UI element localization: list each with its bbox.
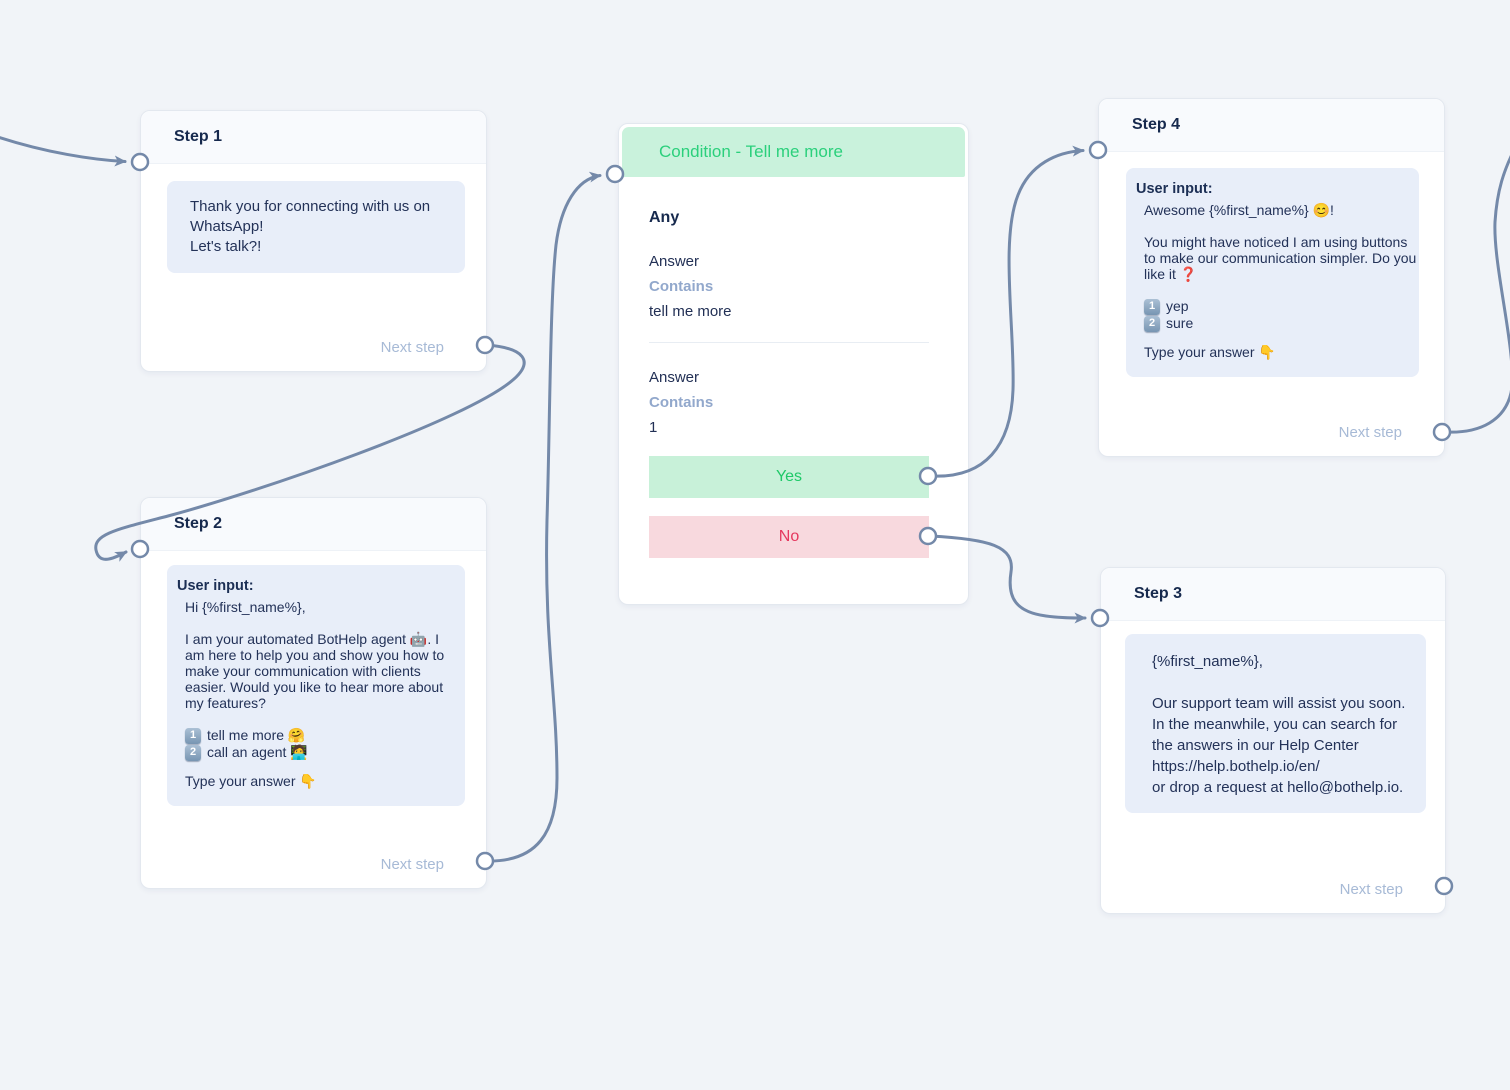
quick-reply-options: 1 yep 2 sure [1144,298,1419,332]
next-step-label: Next step [380,339,444,356]
option-label: tell me more 🤗 [207,727,306,743]
message-line: my features? [185,695,266,711]
message-line: Thank you for connecting with us on [190,198,431,215]
bubble-footer: Type your answer 👇 [1144,344,1276,360]
message-line: am here to help you and show you how to [185,647,445,663]
message-line: Let's talk?! [190,238,262,255]
rule-value: 1 [649,419,658,436]
message-line: You might have noticed I am using button… [1144,234,1408,250]
message-line [185,615,461,631]
node-step-1-title: Step 1 [141,111,486,164]
keycap-2-icon: 2 [1144,315,1160,332]
quick-reply-option: 2 call an agent 🧑‍💻 [185,744,461,761]
quick-reply-option: 1 tell me more 🤗 [185,727,461,744]
message-line: Hi {%first_name%}, [185,599,306,615]
message-line: Awesome {%first_name%} 😊! [1144,202,1334,218]
rule-operator: Contains [649,278,714,295]
node-step-4[interactable]: Step 4 User input: Awesome {%first_name%… [1098,98,1445,457]
message-line: easier. Would you like to hear more abou… [185,679,444,695]
condition-body: Any Answer Contains tell me more Answer … [649,177,929,459]
rule-field: Answer [649,253,700,270]
message-line: Our support team will assist you soon. [1152,695,1406,712]
node-step-4-title: Step 4 [1099,99,1444,152]
bubble-label: User input: [177,578,254,594]
keycap-1-icon: 1 [1144,298,1160,315]
option-label: call an agent 🧑‍💻 [207,744,308,760]
message-line: In the meanwhile, you can search for [1152,716,1398,733]
message-line [1152,672,1416,693]
condition-rule: Answer Contains 1 [649,369,929,459]
keycap-1-icon: 1 [185,727,201,744]
rule-divider [649,342,929,343]
message-bubble: {%first_name%}, Our support team will as… [1125,634,1426,813]
node-condition[interactable]: Condition - Tell me more Any Answer Cont… [618,123,969,605]
next-step-label: Next step [1339,881,1403,898]
option-label: sure [1166,315,1194,331]
rule-operator: Contains [649,394,714,411]
bubble-label: User input: [1136,181,1213,197]
message-bubble: User input: Awesome {%first_name%} 😊! Yo… [1126,168,1419,377]
node-step-2-title: Step 2 [141,498,486,551]
quick-reply-option: 1 yep [1144,298,1419,315]
option-label: yep [1166,298,1189,314]
message-line: the answers in our Help Center [1152,737,1359,754]
message-line: or drop a request at hello@bothelp.io. [1152,779,1404,796]
message-line [1144,218,1419,234]
keycap-2-icon: 2 [185,744,201,761]
quick-reply-option: 2 sure [1144,315,1419,332]
rule-value: tell me more [649,303,732,320]
rule-field: Answer [649,369,700,386]
quick-reply-options: 1 tell me more 🤗 2 call an agent 🧑‍💻 [185,727,461,761]
condition-header: Condition - Tell me more [622,127,965,177]
node-step-3-title: Step 3 [1101,568,1445,621]
edge-entry-step1 [0,136,127,167]
message-bubble: User input: Hi {%first_name%}, I am your… [167,565,465,806]
no-branch-button[interactable]: No [649,516,929,558]
node-step-1[interactable]: Step 1 Thank you for connecting with us … [140,110,487,372]
condition-rule: Answer Contains tell me more [649,253,929,343]
message-line: {%first_name%}, [1152,653,1263,670]
next-step-label: Next step [1338,424,1402,441]
message-bubble: Thank you for connecting with us on What… [167,181,465,273]
message-line: to make our communication simpler. Do yo… [1144,250,1417,266]
message-line: https://help.bothelp.io/en/ [1152,758,1320,775]
edge-step2-condition [485,171,602,863]
node-step-3[interactable]: Step 3 {%first_name%}, Our support team … [1100,567,1446,914]
node-step-2[interactable]: Step 2 User input: Hi {%first_name%}, I … [140,497,487,889]
next-step-label: Next step [380,856,444,873]
message-line: make your communication with clients [185,663,421,679]
message-line: WhatsApp! [190,218,264,235]
condition-match-type: Any [649,209,680,226]
message-line: like it ❓ [1144,266,1198,282]
yes-branch-button[interactable]: Yes [649,456,929,498]
message-line: I am your automated BotHelp agent 🤖. I [185,631,440,647]
bubble-footer: Type your answer 👇 [185,773,317,789]
edge-step4-offscreen [1442,154,1510,434]
